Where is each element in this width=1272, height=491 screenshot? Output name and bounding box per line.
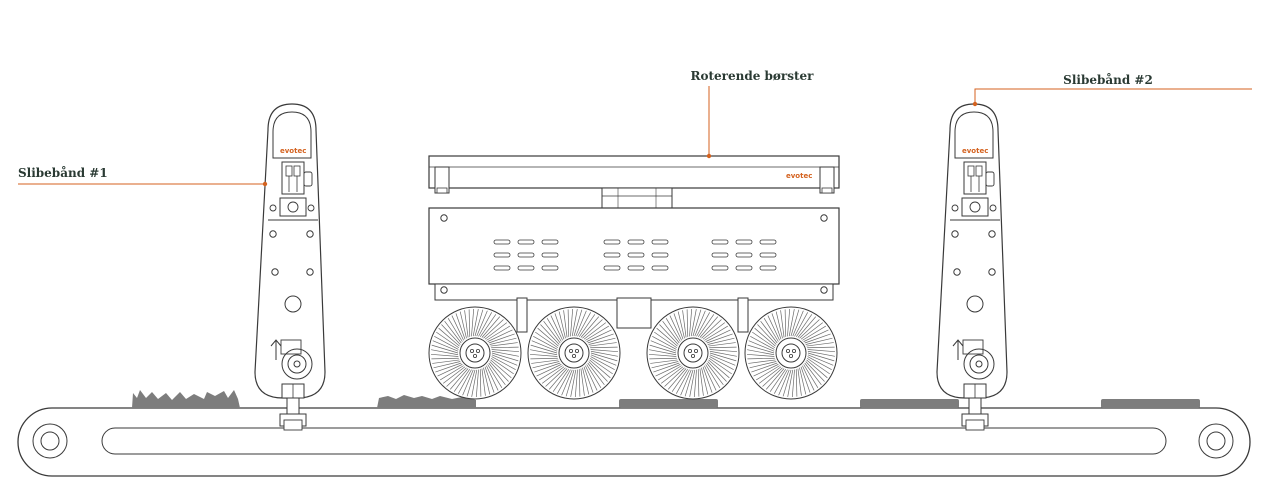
vent-slot [735, 252, 753, 258]
belt2-leader [974, 88, 1252, 104]
label-rotating-brushes: Roterende børster [690, 69, 814, 83]
rotating-brush [428, 306, 522, 400]
brush-group [428, 306, 838, 400]
vent-slot [735, 239, 753, 245]
rotating-brush [744, 306, 838, 400]
conveyor-right-roller [1198, 423, 1234, 459]
conveyor [17, 407, 1251, 477]
vent-slot [541, 239, 559, 245]
vent-slot [711, 252, 729, 258]
vent-slot [759, 252, 777, 258]
vent-slot [541, 265, 559, 271]
conveyor-left-roller [32, 423, 68, 459]
vent-slot [517, 265, 535, 271]
vent-slot [517, 252, 535, 258]
rotating-brush [646, 306, 740, 400]
vent-slot [651, 252, 669, 258]
vent-slot [711, 265, 729, 271]
vent-slot [541, 252, 559, 258]
debris-rough-1 [132, 390, 240, 408]
vent-slot [493, 252, 511, 258]
label-belt-1: Slibebånd #1 [18, 165, 108, 180]
brush-unit: evotec [428, 155, 840, 400]
sanding-belt-2: evotec [936, 103, 1008, 431]
brush-housing [428, 207, 840, 285]
brush-top-plate [428, 155, 840, 189]
vent-slot [759, 239, 777, 245]
vent-slot [711, 239, 729, 245]
vent-slot [493, 265, 511, 271]
rotating-brush [527, 306, 621, 400]
vent-slot [627, 265, 645, 271]
vent-slot [651, 239, 669, 245]
debris-rough-2 [377, 395, 476, 408]
belt1-logo: evotec [280, 147, 306, 155]
vent-slot [603, 252, 621, 258]
workpiece-smooth-3 [1101, 399, 1200, 408]
conveyor-inner-rail [101, 427, 1167, 455]
brush-logo: evotec [786, 172, 812, 180]
vent-slot [627, 239, 645, 245]
workpiece-smooth-1 [619, 399, 718, 408]
sanding-belt-1: evotec [254, 103, 326, 431]
brush-center-mount [601, 187, 673, 209]
workpieces [132, 390, 1200, 408]
belt2-logo: evotec [962, 147, 988, 155]
vent-slot [735, 265, 753, 271]
vent-slot [603, 265, 621, 271]
vent-slot [759, 265, 777, 271]
vent-slot [651, 265, 669, 271]
vent-slots [493, 239, 777, 271]
label-belt-2: Slibebånd #2 [1063, 72, 1153, 87]
vent-slot [627, 252, 645, 258]
vent-slot [493, 239, 511, 245]
vent-slot [517, 239, 535, 245]
callouts [18, 86, 1252, 187]
vent-slot [603, 239, 621, 245]
workpiece-smooth-2 [860, 399, 959, 408]
conveyor-belt [17, 407, 1251, 477]
